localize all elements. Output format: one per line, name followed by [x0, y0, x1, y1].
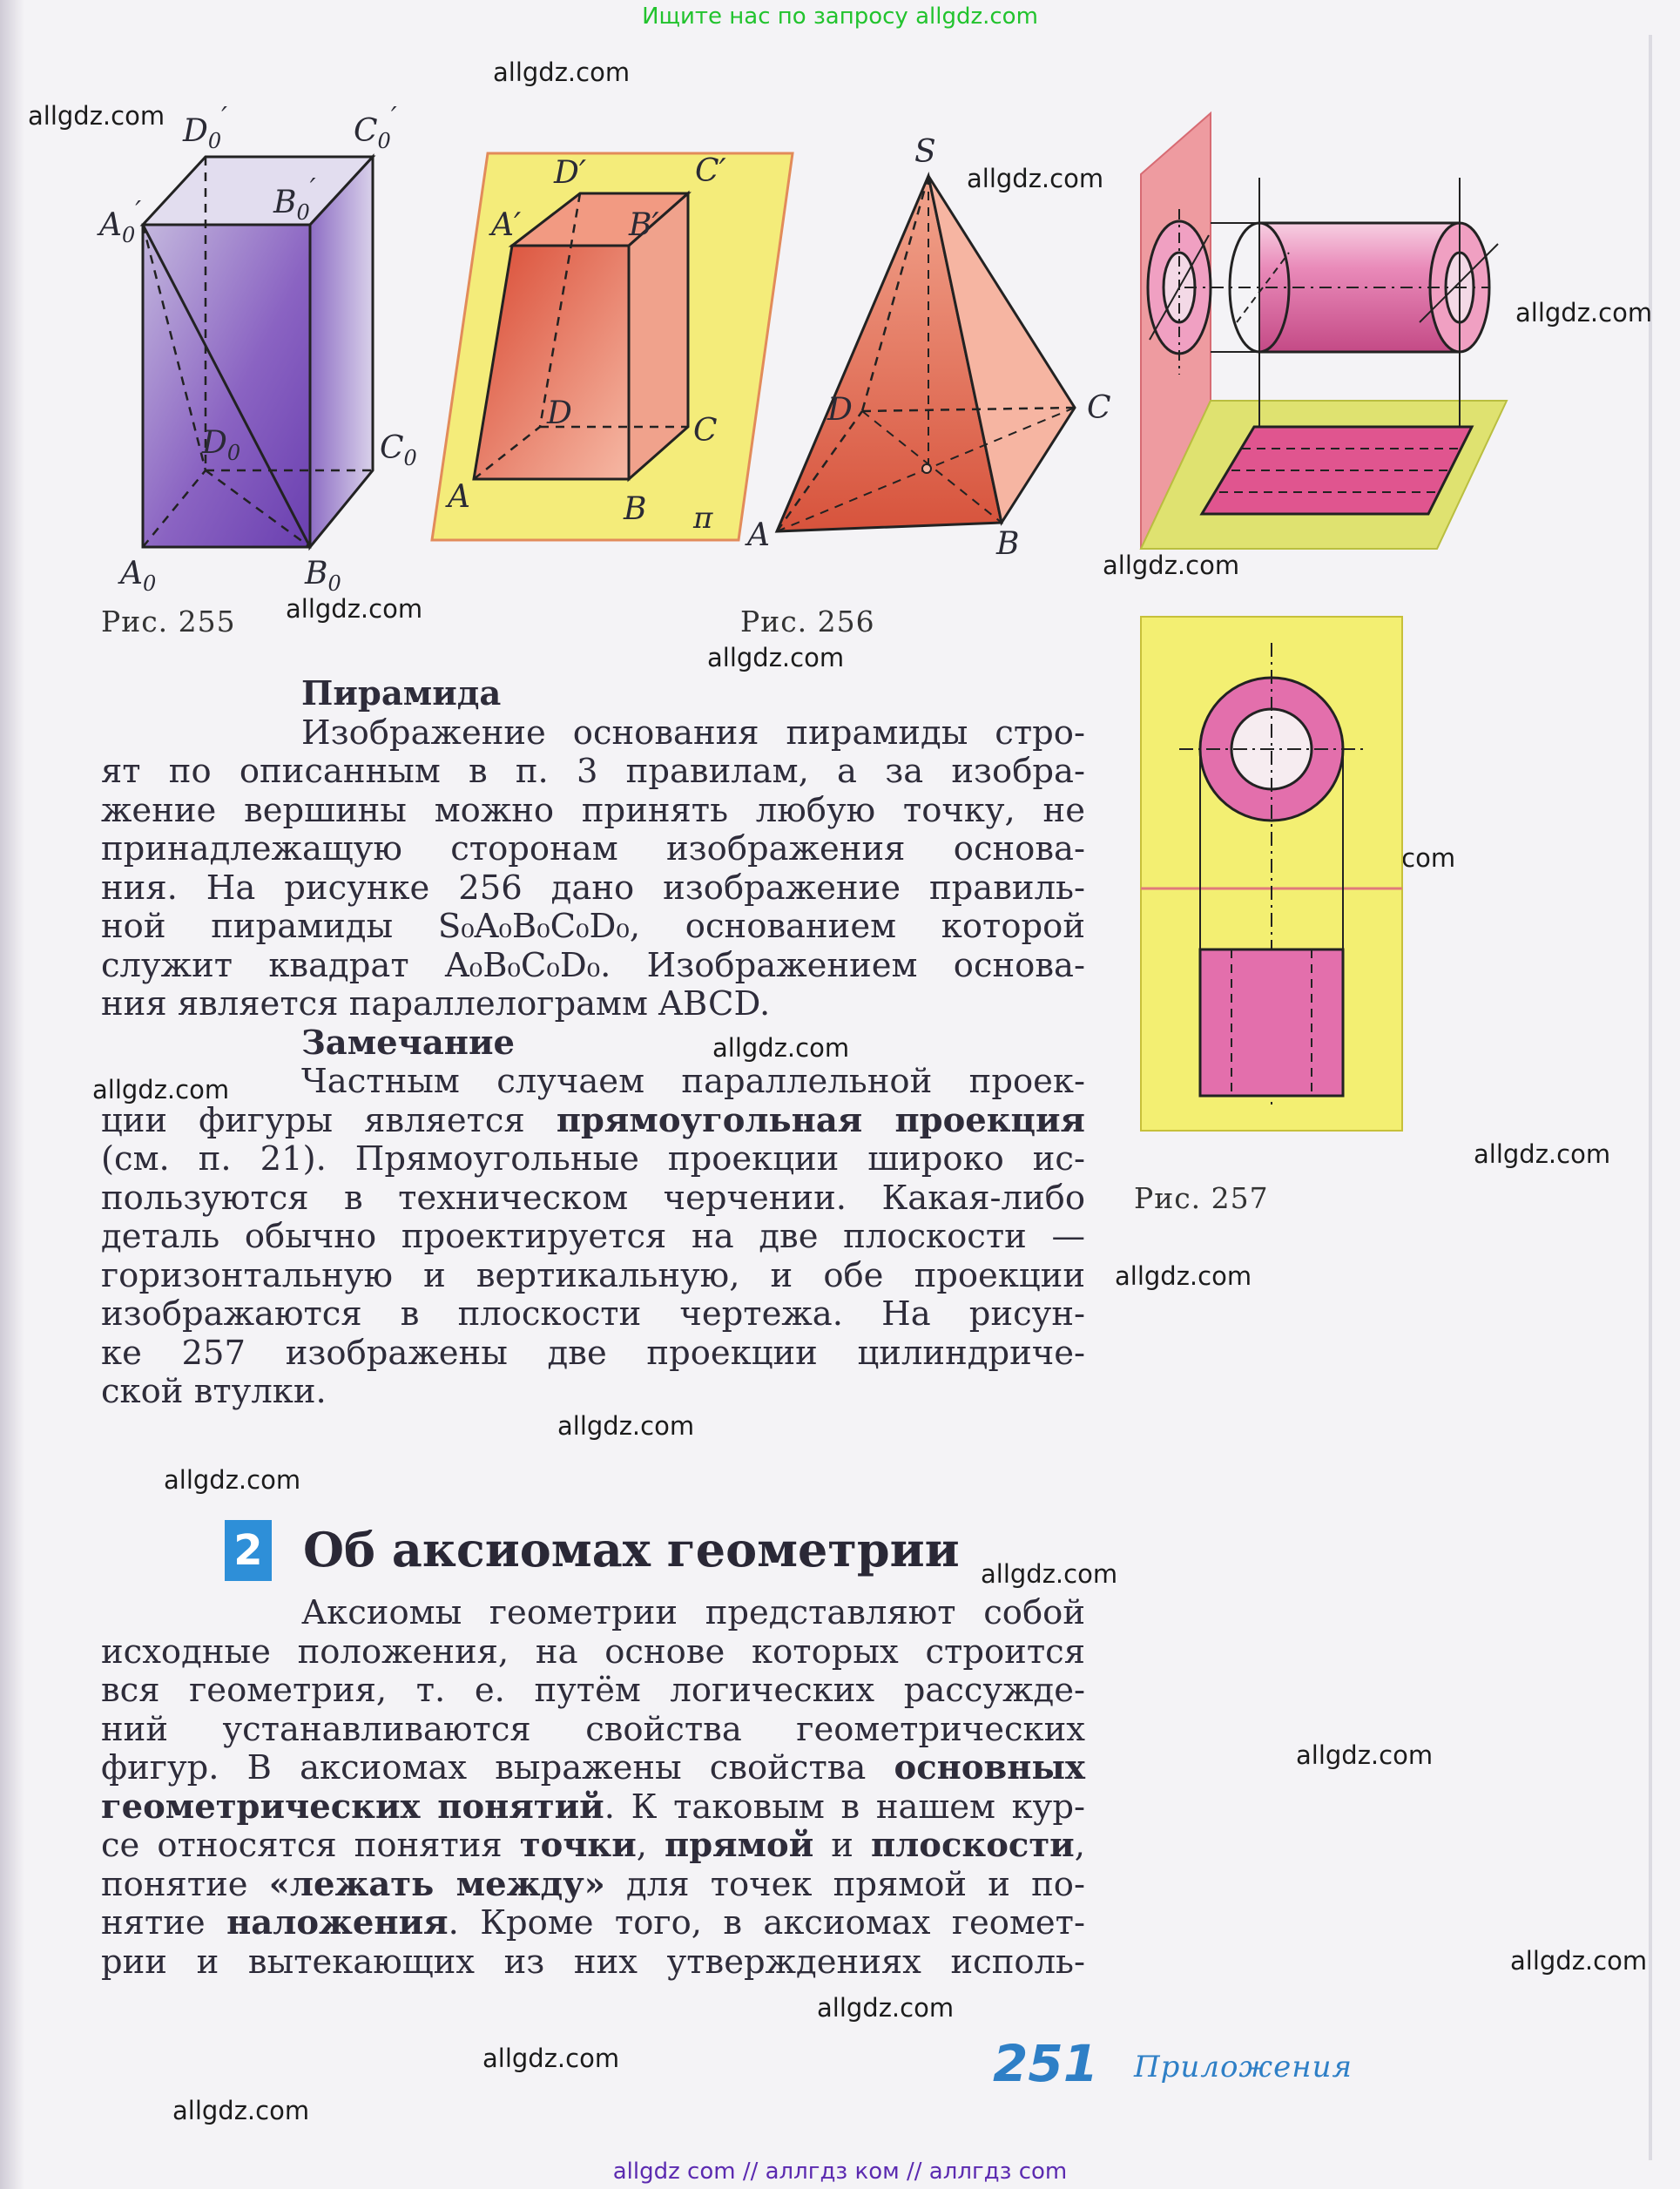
- paragraph-line: принадлежащую сторонам изображения основ…: [101, 829, 1085, 868]
- page-number: 251: [993, 2034, 1099, 2093]
- paragraph-line: служит квадрат A₀B₀C₀D₀. Изображением ос…: [101, 945, 1085, 985]
- paragraph-line: понятие «лежать между» для точек прямой …: [101, 1864, 1085, 1904]
- axioms-section: Аксиомы геометрии представляют собой исх…: [101, 1593, 1085, 1982]
- label-d0: D0: [201, 425, 240, 465]
- watermark: allgdz.com: [1474, 1139, 1611, 1169]
- label-s: S: [914, 134, 936, 170]
- paragraph-line: ной пирамиды S₀A₀B₀C₀D₀, основанием кото…: [101, 907, 1085, 946]
- label-a-prime: A′: [489, 207, 521, 243]
- paragraph-line: изображаются в плоскости чертежа. На рис…: [101, 1294, 1085, 1334]
- watermark: allgdz.com: [286, 594, 423, 624]
- label-c0-prime: C0′: [354, 102, 397, 153]
- watermark: allgdz.com: [164, 1465, 301, 1495]
- label-d-prime: D′: [553, 155, 586, 191]
- paragraph-line: Аксиомы геометрии представляют собой: [301, 1593, 1085, 1632]
- watermark: allgdz.com: [1103, 551, 1240, 580]
- pyramid-section: Пирамида Изображение основания пирамиды …: [101, 674, 1085, 1412]
- label-c: C: [1087, 390, 1111, 426]
- paragraph-line: ния является параллелограмм ABCD.: [101, 984, 771, 1024]
- paragraph-line: вся геометрия, т. е. путём логических ра…: [101, 1671, 1085, 1710]
- figure-256-caption: Рис. 256: [740, 605, 875, 638]
- note-heading: Замечание: [301, 1023, 516, 1063]
- watermark: allgdz.com: [1296, 1740, 1434, 1770]
- label-pi: π: [692, 501, 713, 536]
- paragraph-line: деталь обычно проектируется на две плоск…: [101, 1217, 1085, 1256]
- label-b0: B0: [304, 556, 341, 596]
- figure-257-projection-3d: [1139, 111, 1508, 550]
- paragraph-line: Частным случаем параллельной проек-: [301, 1062, 1085, 1101]
- label-b: B: [623, 491, 646, 527]
- paragraph-line: пользуются в техническом черчении. Какая…: [101, 1178, 1085, 1218]
- paragraph-line: геометрических понятий. К таковым в наше…: [101, 1787, 1085, 1827]
- section-number-badge: 2: [225, 1520, 272, 1581]
- paragraph-line: ке 257 изображены две проекции цилиндрич…: [101, 1333, 1085, 1373]
- label-a: A: [745, 517, 770, 553]
- pyramid-heading: Пирамида: [301, 674, 502, 713]
- label-b-prime: B′: [628, 207, 659, 243]
- label-b: B: [995, 526, 1019, 562]
- watermark: allgdz.com: [707, 643, 845, 672]
- label-d: D: [546, 395, 572, 431]
- watermark: allgdz.com: [557, 1411, 695, 1441]
- paragraph-line: ции фигуры является прямоугольная проекц…: [101, 1100, 1085, 1140]
- watermark: allgdz.com: [817, 1993, 955, 2023]
- label-a0: A0: [118, 556, 156, 596]
- label-c: C: [693, 413, 718, 449]
- watermark: allgdz.com: [1510, 1946, 1648, 1976]
- figure-256-pyramid: S D C A B: [745, 134, 1111, 562]
- label-d: D: [827, 392, 853, 428]
- section-title: Об аксиомах геометрии: [303, 1522, 960, 1578]
- paragraph-line: рии и вытекающих из них утверждениях исп…: [101, 1942, 1085, 1982]
- watermark: allgdz.com: [493, 57, 631, 87]
- label-a: A: [445, 479, 470, 515]
- paragraph-line: Изображение основания пирамиды стро-: [301, 713, 1085, 753]
- page-section-label: Приложения: [1134, 2050, 1353, 2084]
- paragraph-line: жение вершины можно принять любую точку,…: [101, 790, 1085, 830]
- figure-256-parallelepiped: A′ B′ C′ D′ A B C D π: [430, 152, 794, 542]
- watermark: allgdz.com: [712, 1033, 850, 1063]
- figure-257-drawing: [1140, 616, 1403, 1132]
- label-c-prime: C′: [695, 153, 726, 189]
- page-edge: [1649, 35, 1652, 2160]
- paragraph-line: (см. п. 21). Прямоугольные проекции широ…: [101, 1139, 1085, 1179]
- paragraph-line: ний устанавливаются свойства геометричес…: [101, 1709, 1085, 1749]
- paragraph-line: ской втулки.: [101, 1372, 327, 1411]
- watermark: allgdz.com: [172, 2096, 310, 2125]
- watermark: allgdz.com: [28, 101, 165, 131]
- label-c0: C0: [380, 430, 417, 470]
- term-rectangular-projection: прямоугольная проекция: [556, 1100, 1085, 1140]
- paragraph-line: исходные положения, на основе которых ст…: [101, 1632, 1085, 1672]
- figure-255-prism: D0′ C0′ A0′ B0′ D0 C0 A0 B0: [97, 102, 417, 596]
- watermark: allgdz.com: [1515, 298, 1653, 328]
- paragraph-line: фигур. В аксиомах выражены свойства осно…: [101, 1748, 1085, 1787]
- top-banner[interactable]: Ищите нас по запросу allgdz.com: [642, 3, 1038, 30]
- page-binding-shadow: [0, 0, 24, 2189]
- paragraph-line: ния. На рисунке 256 дано изображение пра…: [101, 868, 1085, 908]
- watermark: allgdz.com: [482, 2044, 620, 2073]
- footer-links[interactable]: allgdz com // аллгдз ком // аллгдз com: [612, 2159, 1068, 2185]
- paragraph-line: ят по описанным в п. 3 правилам, а за из…: [101, 752, 1085, 791]
- label-b0-prime: B0′: [273, 173, 316, 225]
- paragraph-line: се относятся понятия точки, прямой и пло…: [101, 1826, 1085, 1865]
- paragraph-line: горизонтальную и вертикальную, и обе про…: [101, 1255, 1085, 1295]
- figure-257-caption: Рис. 257: [1134, 1181, 1269, 1215]
- label-d0-prime: D0′: [182, 102, 227, 153]
- label-a0-prime: A0′: [97, 196, 141, 247]
- paragraph-line: нятие наложения. Кроме того, в аксиомах …: [101, 1903, 1085, 1942]
- watermark: allgdz.com: [981, 1559, 1118, 1589]
- watermark: allgdz.com: [92, 1075, 230, 1105]
- figure-255-caption: Рис. 255: [101, 605, 236, 638]
- watermark: allgdz.com: [1115, 1261, 1252, 1291]
- watermark: allgdz.com: [967, 164, 1104, 193]
